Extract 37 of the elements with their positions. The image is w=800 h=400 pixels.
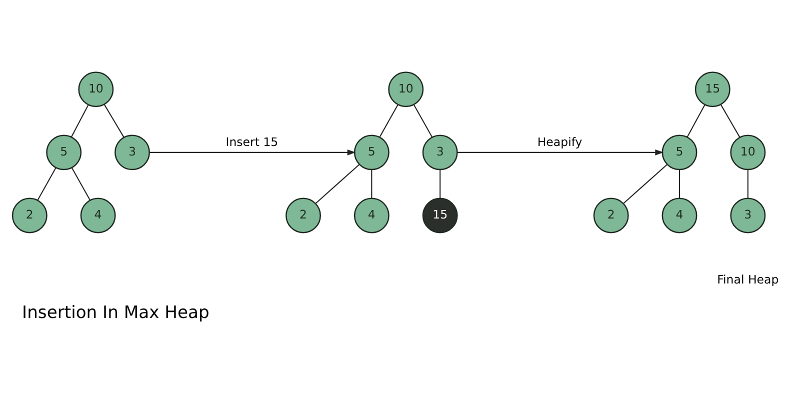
- connector: [104, 104, 124, 138]
- node-circle: 4: [354, 198, 390, 234]
- connector: [37, 167, 56, 200]
- connector: [686, 104, 706, 138]
- node-circle: 15: [694, 72, 730, 108]
- node-circle: 2: [593, 198, 629, 234]
- connector: [70, 104, 89, 138]
- edge-label: Heapify: [537, 134, 582, 149]
- connector: [720, 104, 740, 138]
- node-circle: 3: [730, 198, 766, 234]
- arrow: [457, 149, 664, 156]
- connector: [316, 164, 360, 204]
- node-circle: 10: [78, 72, 114, 108]
- node-circle: 10: [388, 72, 424, 108]
- connector: [413, 104, 432, 138]
- connector: [678, 170, 680, 198]
- node-circle: 4: [662, 198, 698, 234]
- node-circle: 2: [12, 198, 48, 234]
- node-circle: 3: [422, 134, 458, 170]
- connector: [371, 170, 372, 198]
- node-circle: 5: [354, 134, 390, 170]
- label: Final Heap: [717, 272, 779, 287]
- connector: [623, 164, 668, 204]
- node-circle: 5: [662, 134, 698, 170]
- node-circle: 10: [730, 134, 766, 170]
- connector: [379, 104, 398, 138]
- node-circle: 15: [422, 198, 458, 234]
- edge-label: Insert 15: [226, 134, 278, 149]
- arrow: [149, 149, 356, 156]
- node-circle: 4: [80, 198, 116, 234]
- node-circle: 2: [286, 198, 322, 234]
- node-circle: 3: [114, 134, 150, 170]
- connector: [747, 170, 748, 198]
- connector: [71, 167, 90, 200]
- connector: [440, 170, 441, 198]
- node-circle: 5: [46, 134, 82, 170]
- diagram-title: Insertion In Max Heap: [22, 302, 210, 323]
